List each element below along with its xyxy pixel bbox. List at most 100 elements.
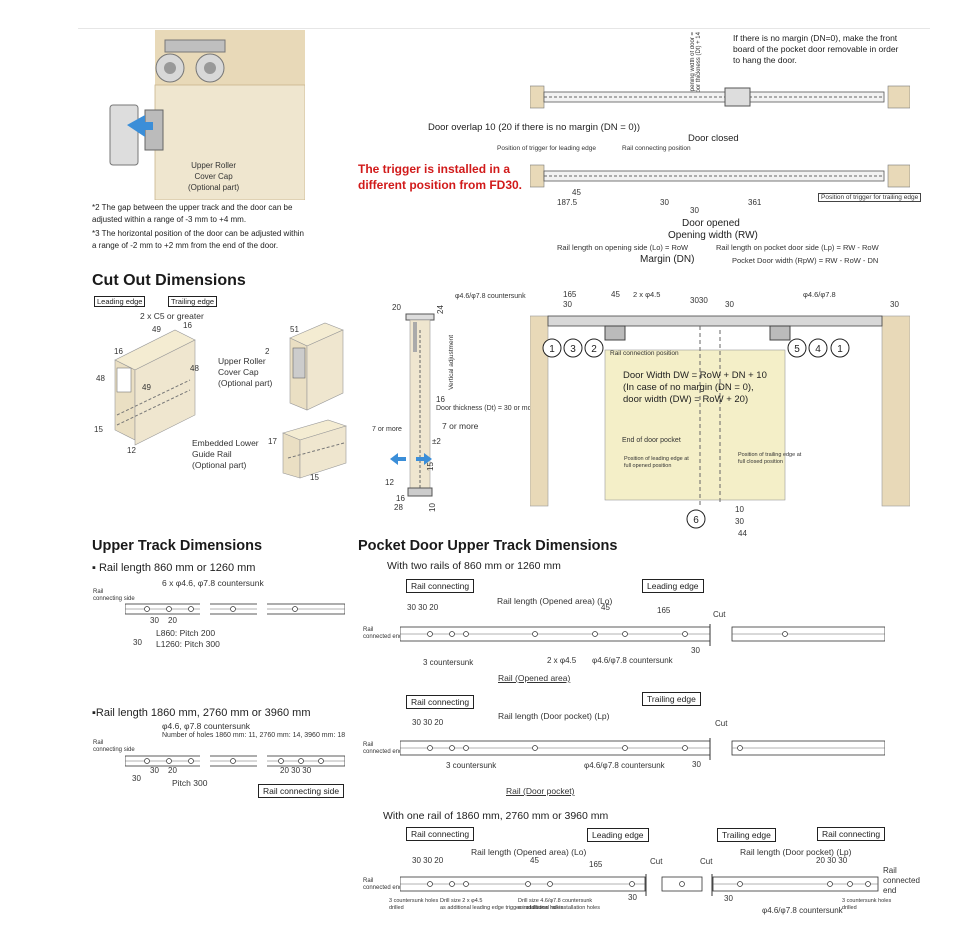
- cutout-dim-16a: 16: [183, 321, 192, 330]
- pocket-track-sub1: With two rails of 860 mm or 1260 mm: [387, 560, 561, 572]
- p3-rail-connecting: Rail connecting: [406, 827, 475, 841]
- pos-trailing: Position of trailing edge at full closed…: [738, 452, 802, 465]
- end-of-pocket: End of door pocket: [622, 437, 681, 444]
- p2-rail-door-pocket: Rail (Door pocket): [506, 786, 575, 796]
- cut-out-drawing-left: [114, 329, 196, 446]
- margin-label: Margin (DN): [640, 254, 695, 265]
- cut-out-leading-edge: Leading edge: [94, 296, 146, 307]
- pocket-width-formula: Pocket Door width (RpW) = RW - RoW - DN: [732, 256, 879, 265]
- rail-pocket-formula: Rail length on pocket door side (Lp) = R…: [716, 243, 879, 252]
- p1-three-cs: 3 countersunk: [423, 658, 474, 667]
- rail-connection-position: Rail connection position: [610, 350, 679, 357]
- p3-cs78: φ4.6/φ7.8 countersunk: [762, 906, 843, 915]
- p1-cut: Cut: [713, 610, 726, 619]
- track-860: [125, 600, 345, 620]
- main-2x45: 2 x φ4.5: [633, 290, 661, 299]
- section-countersunk: φ4.6/φ7.8 countersunk: [455, 293, 526, 300]
- cutout-dim-48a: 48: [96, 374, 105, 383]
- p3-drill-note-b: Drill size 4.6/φ7.8 countersunk as addit…: [518, 898, 600, 911]
- pos-leading: Position of leading edge at full opened …: [624, 456, 689, 469]
- rail-connecting-side-box: Rail connecting side: [258, 784, 345, 798]
- upper-track-title: Upper Track Dimensions: [92, 538, 263, 554]
- p3-rail-length-open: Rail length (Opened area) (Lo): [471, 847, 587, 857]
- dim-45: 45: [572, 188, 581, 197]
- lower-rail-label: Embedded Lower Guide Rail (Optional part…: [192, 438, 259, 470]
- rail-connecting-side-1: Rail connecting side: [93, 589, 135, 602]
- main-door-drawing: [530, 315, 910, 507]
- p1-rail-connecting: Rail connecting: [406, 579, 475, 593]
- p2-dim-30: 30: [692, 760, 701, 769]
- cutout-dim-2: 2: [265, 347, 270, 356]
- cutout-dim-17: 17: [268, 437, 277, 446]
- open-track-drawing: [530, 164, 910, 188]
- p1-rail-opened-area: Rail (Opened area): [498, 673, 571, 683]
- pocket-track-title: Pocket Door Upper Track Dimensions: [358, 538, 618, 554]
- note-3: *3 The horizontal position of the door c…: [92, 229, 304, 250]
- roller-illustration: [109, 30, 305, 200]
- p3-track: [400, 874, 879, 896]
- dim-187: 187.5: [557, 198, 578, 207]
- bottom-dim-44: 44: [738, 529, 747, 538]
- p1-leading-edge: Leading edge: [642, 579, 704, 593]
- main-countersunk: φ4.6/φ7.8: [803, 290, 836, 299]
- marker-circles: 1 3 2 5 4 1: [542, 338, 850, 358]
- cut-out-drawing-right: [289, 322, 344, 411]
- p3-dim-165: 165: [589, 860, 603, 869]
- c5-label: 2 x C5 or greater: [140, 311, 204, 321]
- marker-5: 5: [794, 344, 800, 355]
- main-dim-30-center: 3030: [690, 296, 708, 305]
- cutout-dim-12: 12: [127, 446, 136, 455]
- track1-dim-20: 20: [168, 616, 177, 625]
- p3-dims-right: 20 30 30: [816, 856, 848, 865]
- cut-out-trailing-edge: Trailing edge: [168, 296, 218, 307]
- p2-cs78: φ4.6/φ7.8 countersunk: [584, 761, 665, 770]
- section-dim-16b: 16: [396, 494, 405, 503]
- p1-rail-length-open: Rail length (Opened area) (Lo): [497, 596, 613, 606]
- upper-track-sub1: ▪ Rail length 860 mm or 1260 mm: [92, 562, 256, 574]
- bottom-dim-30: 30: [735, 517, 744, 526]
- p3-cut-a: Cut: [650, 857, 663, 866]
- p3-dims-left: 30 30 20: [412, 856, 444, 865]
- p3-rail-length-pocket: Rail length (Door pocket) (Lp): [740, 847, 852, 857]
- p2-rail-length-pocket: Rail length (Door pocket) (Lp): [498, 711, 610, 721]
- p2-trailing-edge: Trailing edge: [642, 692, 701, 706]
- cutout-dim-15: 15: [94, 425, 103, 434]
- upper-track-sub2: ▪Rail length 1860 mm, 2760 mm or 3960 mm: [92, 707, 311, 719]
- marker-1a: 1: [549, 344, 555, 355]
- trigger-trailing: Position of trigger for trailing edge: [818, 193, 922, 202]
- cutout-dim-16b: 16: [114, 347, 123, 356]
- marker-3: 3: [570, 344, 576, 355]
- track1-dim-30: 30: [150, 616, 159, 625]
- track2-dim-30b: 30: [132, 774, 141, 783]
- section-dim-28: 28: [394, 503, 403, 512]
- pitch-2: Pitch 300: [172, 778, 208, 788]
- p3-three-cs-drilled-b: 3 countersunk holes drilled: [842, 898, 892, 911]
- track1-dim-30b: 30: [133, 638, 142, 647]
- cut-out-title: Cut Out Dimensions: [92, 272, 246, 289]
- p3-dim-30-right: 30: [724, 894, 733, 903]
- marker-4: 4: [815, 344, 821, 355]
- rail-connecting-position: Rail connecting position: [622, 145, 691, 152]
- section-pm2: ±2: [432, 437, 441, 446]
- num-holes: Number of holes 1860 mm: 11, 2760 mm: 14…: [162, 732, 346, 739]
- pocket-track-sub2: With one rail of 1860 mm, 2760 mm or 396…: [383, 810, 609, 822]
- p3-dim-45: 45: [530, 856, 539, 865]
- main-dim-45: 45: [611, 290, 620, 299]
- svg-text:6: 6: [693, 515, 699, 526]
- red-trigger-note: The trigger is installed in a different …: [358, 162, 523, 192]
- section-dim-15: 15: [425, 462, 435, 471]
- p3-trailing-edge: Trailing edge: [717, 828, 776, 842]
- p3-rail-connected-end: Rail connected end: [363, 878, 403, 891]
- dim-361: 361: [748, 198, 762, 207]
- p1-dims-left: 30 30 20: [407, 603, 439, 612]
- p2-rail-connected-end: Rail connected end: [363, 742, 403, 755]
- door-overlap: Door overlap 10 (20 if there is no margi…: [428, 122, 640, 133]
- section-dim-10: 10: [427, 503, 437, 512]
- p1-dim-45: 45: [601, 603, 610, 612]
- roller-cap-label: Upper Roller Cover Cap (Optional part): [188, 161, 240, 192]
- cutout-dim-49: 49: [152, 325, 161, 334]
- rail-connecting-side-2: Rail connecting side: [93, 740, 135, 753]
- section-dim-20: 20: [392, 303, 401, 312]
- track2-dims-right: 20 30 30: [280, 766, 312, 775]
- p3-rail-connected-end-right: Rail connected end: [883, 866, 920, 895]
